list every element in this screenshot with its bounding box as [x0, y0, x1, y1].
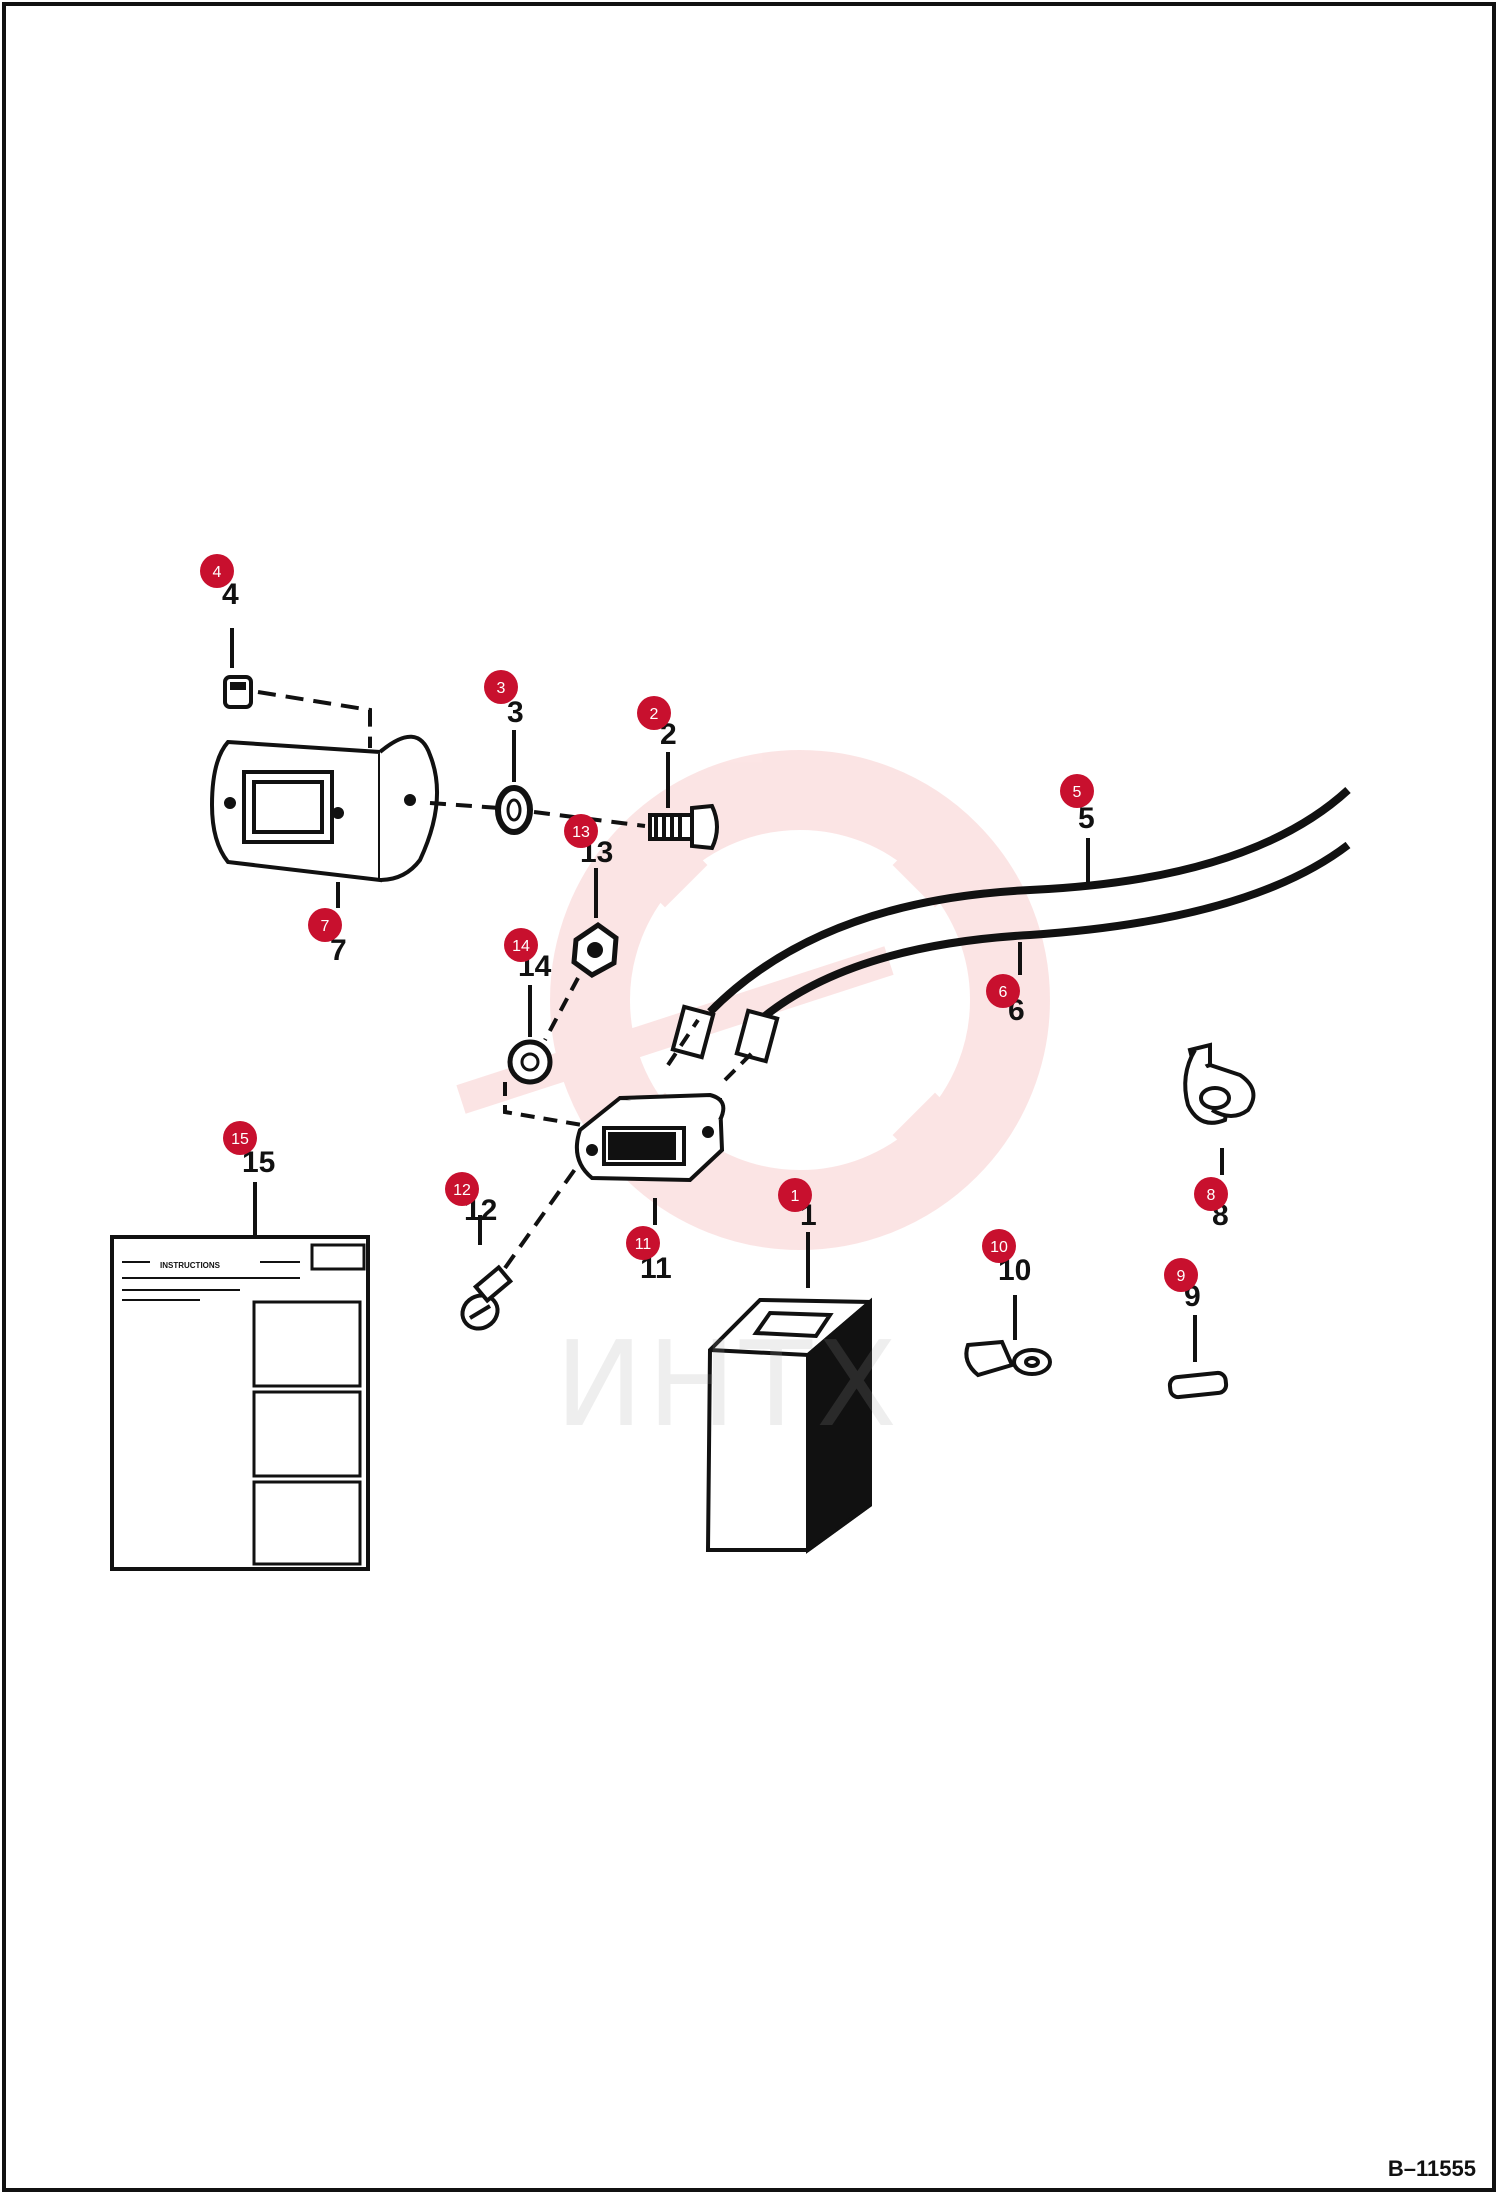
printed-number-7: 7	[330, 934, 347, 967]
svg-text:3: 3	[497, 680, 506, 697]
callout-1[interactable]: 1	[778, 1178, 812, 1212]
watermark-text: ИНТХ	[555, 1315, 901, 1453]
callout-13[interactable]: 13	[564, 814, 598, 848]
svg-text:6: 6	[999, 984, 1008, 1001]
callout-4[interactable]: 4	[200, 554, 234, 588]
callout-11[interactable]: 11	[626, 1226, 660, 1260]
callout-markers: 4 3 2 5 13 7 14 6 15 12 1 11 8 10 9	[200, 554, 1228, 1292]
part-nut-13	[571, 921, 619, 978]
svg-text:15: 15	[231, 1131, 249, 1148]
drawing-reference: B–11555	[1387, 2156, 1476, 2181]
svg-text:10: 10	[990, 1239, 1008, 1256]
svg-text:13: 13	[572, 824, 590, 841]
callout-3[interactable]: 3	[484, 670, 518, 704]
part-bracket-7	[209, 734, 440, 883]
printed-number-4: 4	[222, 578, 239, 611]
part-clamp-8	[1183, 1042, 1256, 1125]
callout-6[interactable]: 6	[986, 974, 1020, 1008]
svg-text:9: 9	[1177, 1268, 1186, 1285]
svg-text:5: 5	[1073, 784, 1082, 801]
svg-text:8: 8	[1207, 1187, 1216, 1204]
part-washer-14	[507, 1039, 553, 1085]
svg-text:11: 11	[635, 1236, 652, 1253]
part-bolt-2	[648, 803, 719, 851]
callout-14[interactable]: 14	[504, 928, 538, 962]
callout-9[interactable]: 9	[1164, 1258, 1198, 1292]
svg-text:4: 4	[213, 564, 222, 581]
part-washer-3	[495, 785, 533, 835]
part-screw-12	[460, 1264, 514, 1331]
callout-8[interactable]: 8	[1194, 1177, 1228, 1211]
svg-text:14: 14	[512, 938, 530, 955]
part-butt-splice-9	[1167, 1370, 1229, 1400]
printed-number-5: 5	[1078, 802, 1095, 835]
svg-text:12: 12	[453, 1182, 471, 1199]
watermark-gear-icon	[456, 750, 1050, 1250]
callout-15[interactable]: 15	[223, 1121, 257, 1155]
part-nut-4	[223, 675, 253, 709]
callout-7[interactable]: 7	[308, 908, 342, 942]
svg-text:2: 2	[650, 706, 659, 723]
part-counter-11	[575, 1092, 726, 1183]
callout-2[interactable]: 2	[637, 696, 671, 730]
callout-5[interactable]: 5	[1060, 774, 1094, 808]
callout-12[interactable]: 12	[445, 1172, 479, 1206]
part-box-1	[705, 1297, 872, 1554]
svg-text:7: 7	[321, 918, 330, 935]
printed-part-numbers: 4 3 2 5 13 7 14 6 15 12 1 11 8 10 9	[222, 578, 1229, 1313]
part-wires-5-6	[707, 787, 1351, 1024]
part-ring-terminal-10	[964, 1339, 1052, 1378]
printed-number-3: 3	[507, 696, 524, 729]
svg-text:1: 1	[791, 1188, 800, 1205]
instruction-card-title: INSTRUCTIONS	[160, 1261, 221, 1270]
callout-10[interactable]: 10	[982, 1229, 1016, 1263]
part-instruction-card-15	[110, 1235, 370, 1571]
